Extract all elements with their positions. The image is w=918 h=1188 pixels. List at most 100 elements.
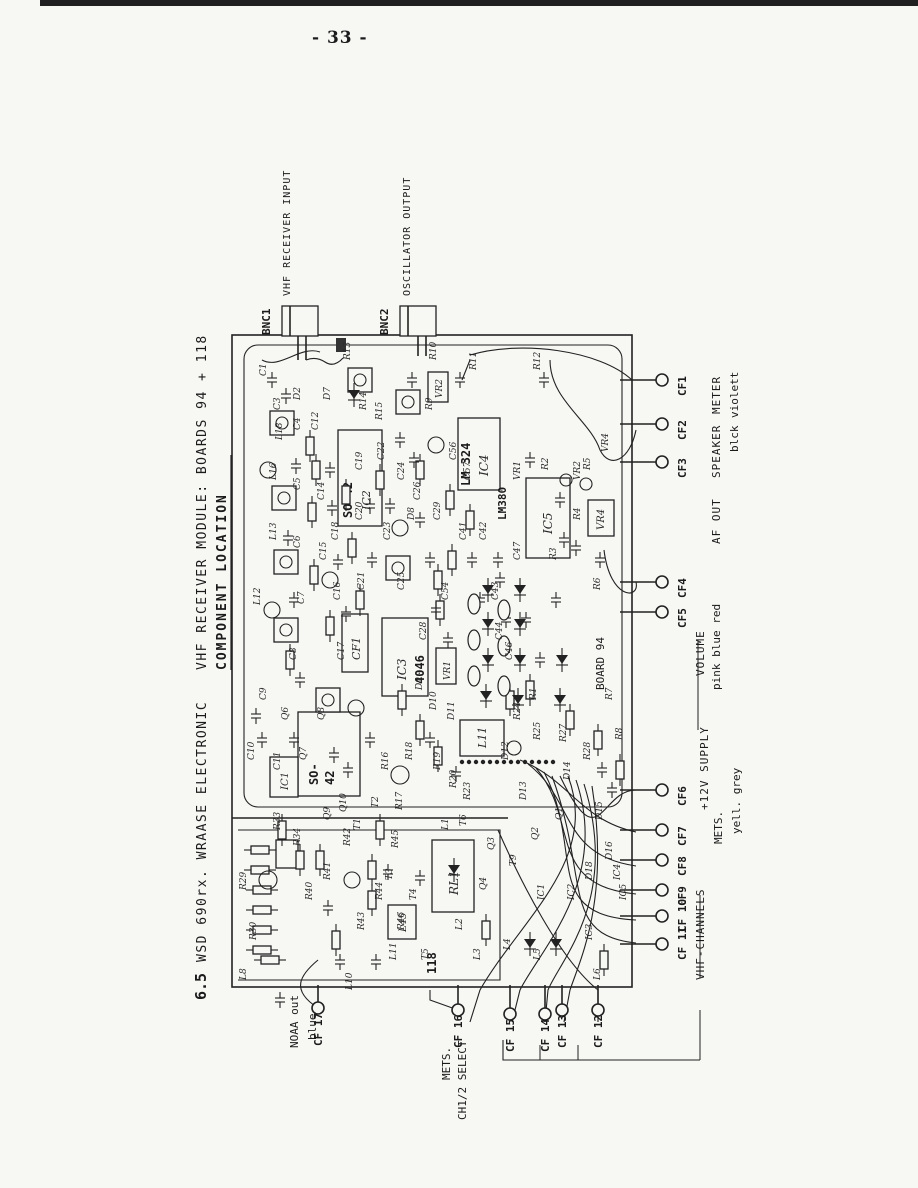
varicap: [497, 599, 511, 621]
capacitor: [341, 606, 351, 622]
resistor: [325, 610, 335, 642]
svg-text:yell. grey: yell. grey: [730, 767, 743, 834]
edge-connector-cf6: CF6: [620, 783, 689, 806]
coil: [315, 687, 341, 713]
top-edge-rule: [40, 0, 918, 6]
component-label: R29: [239, 871, 249, 891]
component-label: R40: [305, 881, 315, 901]
diode: [524, 932, 536, 956]
component-label-array: C1C3C4C5C6C7C8C9C10C11C12C14C15C16C17C18…: [239, 341, 629, 991]
component-label: R45: [391, 829, 401, 849]
component-label: D2: [293, 387, 303, 401]
svg-text:VR2: VR2: [435, 379, 445, 398]
pin-dot: [501, 759, 507, 765]
svg-text:VHF RECEIVER INPUT: VHF RECEIVER INPUT: [282, 170, 293, 296]
svg-text:CH1/2 SELECT: CH1/2 SELECT: [456, 1040, 469, 1120]
edge-connector-cf2: CF2: [620, 417, 689, 440]
volume-label: VOLUME: [694, 630, 707, 676]
resistor: [445, 484, 455, 516]
varicap: [467, 593, 481, 615]
diode: [514, 648, 526, 672]
diode: [482, 612, 494, 636]
varicap: [467, 665, 481, 687]
component-label: C23: [383, 521, 393, 540]
svg-text:CF6: CF6: [676, 786, 689, 806]
svg-text:4046: 4046: [413, 655, 427, 684]
resistor: [433, 564, 443, 596]
component-label: L11: [389, 943, 399, 961]
component-label: T2: [371, 796, 381, 808]
svg-text:L11: L11: [476, 727, 489, 749]
component-label: D15: [595, 801, 605, 821]
component-label: C47: [513, 541, 523, 560]
l45-block: L45: [387, 904, 417, 940]
coil-l11: L11: [459, 719, 505, 757]
capacitor: [415, 870, 425, 886]
resistor: [347, 532, 357, 564]
svg-text:NOAA out: NOAA out: [288, 995, 301, 1048]
component-label: R11: [469, 352, 479, 371]
component-label: R4: [573, 507, 583, 521]
svg-text:METS.: METS.: [440, 1047, 453, 1080]
vr4-block: VR4: [587, 499, 615, 537]
capacitor: [395, 432, 405, 448]
component-label: R12: [533, 351, 543, 371]
component-label: C42: [479, 521, 489, 540]
varicap: [497, 635, 511, 657]
component-label: R33: [273, 811, 283, 831]
diode: [554, 688, 566, 712]
edge-connector-cf9: CF9: [620, 883, 689, 906]
ic-block-so42-left: SO- 42: [297, 711, 361, 797]
component-label: L13: [269, 522, 279, 541]
header-right: VHF RECEIVER MODULE: BOARDS 94 + 118: [195, 334, 210, 670]
component-label: L12: [253, 587, 263, 606]
bnc2-label: BNC2: [378, 309, 391, 336]
component-label: C41: [459, 522, 469, 540]
component-label: C19: [355, 451, 365, 470]
component-label: T9: [509, 854, 519, 866]
capacitor: [425, 552, 435, 568]
svg-text:VOLUME: VOLUME: [694, 630, 707, 676]
svg-text:IC4: IC4: [477, 454, 491, 477]
component-label: R1: [529, 687, 539, 701]
component-label: R23: [463, 781, 473, 801]
bnc1-description: VHF RECEIVER INPUT: [282, 170, 293, 296]
component-label: D8: [407, 507, 417, 521]
capacitor: [559, 532, 569, 548]
component-label: R30: [249, 921, 259, 941]
component-label: C15: [319, 541, 329, 560]
resistor-array: [244, 430, 625, 976]
component-label: D10: [429, 691, 439, 711]
coil: [273, 549, 299, 575]
component-label: C4: [293, 417, 303, 430]
component-label: C9: [259, 687, 269, 700]
edge-connector-cf5: CF5: [620, 605, 689, 628]
component-label: Q4: [479, 877, 489, 890]
svg-text:METS.: METS.: [712, 811, 725, 844]
component-label: IC1: [537, 884, 547, 901]
component-label: R42: [343, 827, 353, 847]
component-label: R24: [513, 701, 523, 721]
noaa-out-label: NOAA out: [288, 995, 301, 1048]
ground-trace: [243, 344, 623, 808]
capacitor: [343, 762, 353, 778]
component-label: R34: [293, 827, 303, 847]
component-label: D9: [415, 677, 425, 691]
coil: [271, 485, 297, 511]
diode: [482, 648, 494, 672]
component-label: R43: [357, 911, 367, 931]
component-label: C17: [337, 641, 347, 660]
component-label: IC2: [567, 884, 577, 901]
svg-text:IC1: IC1: [280, 772, 291, 791]
diode: [514, 612, 526, 636]
component-label: C11: [273, 752, 283, 770]
pin-dot: [480, 759, 486, 765]
component-label: C7: [297, 591, 307, 604]
component-label: C18: [331, 521, 341, 540]
component-label: R18: [405, 741, 415, 761]
header-left: WSD 690rx. WRAASE ELECTRONIC: [195, 701, 210, 962]
component-label: L18: [275, 422, 285, 441]
svg-text:blue: blue: [306, 1014, 319, 1041]
diode: [348, 383, 360, 407]
